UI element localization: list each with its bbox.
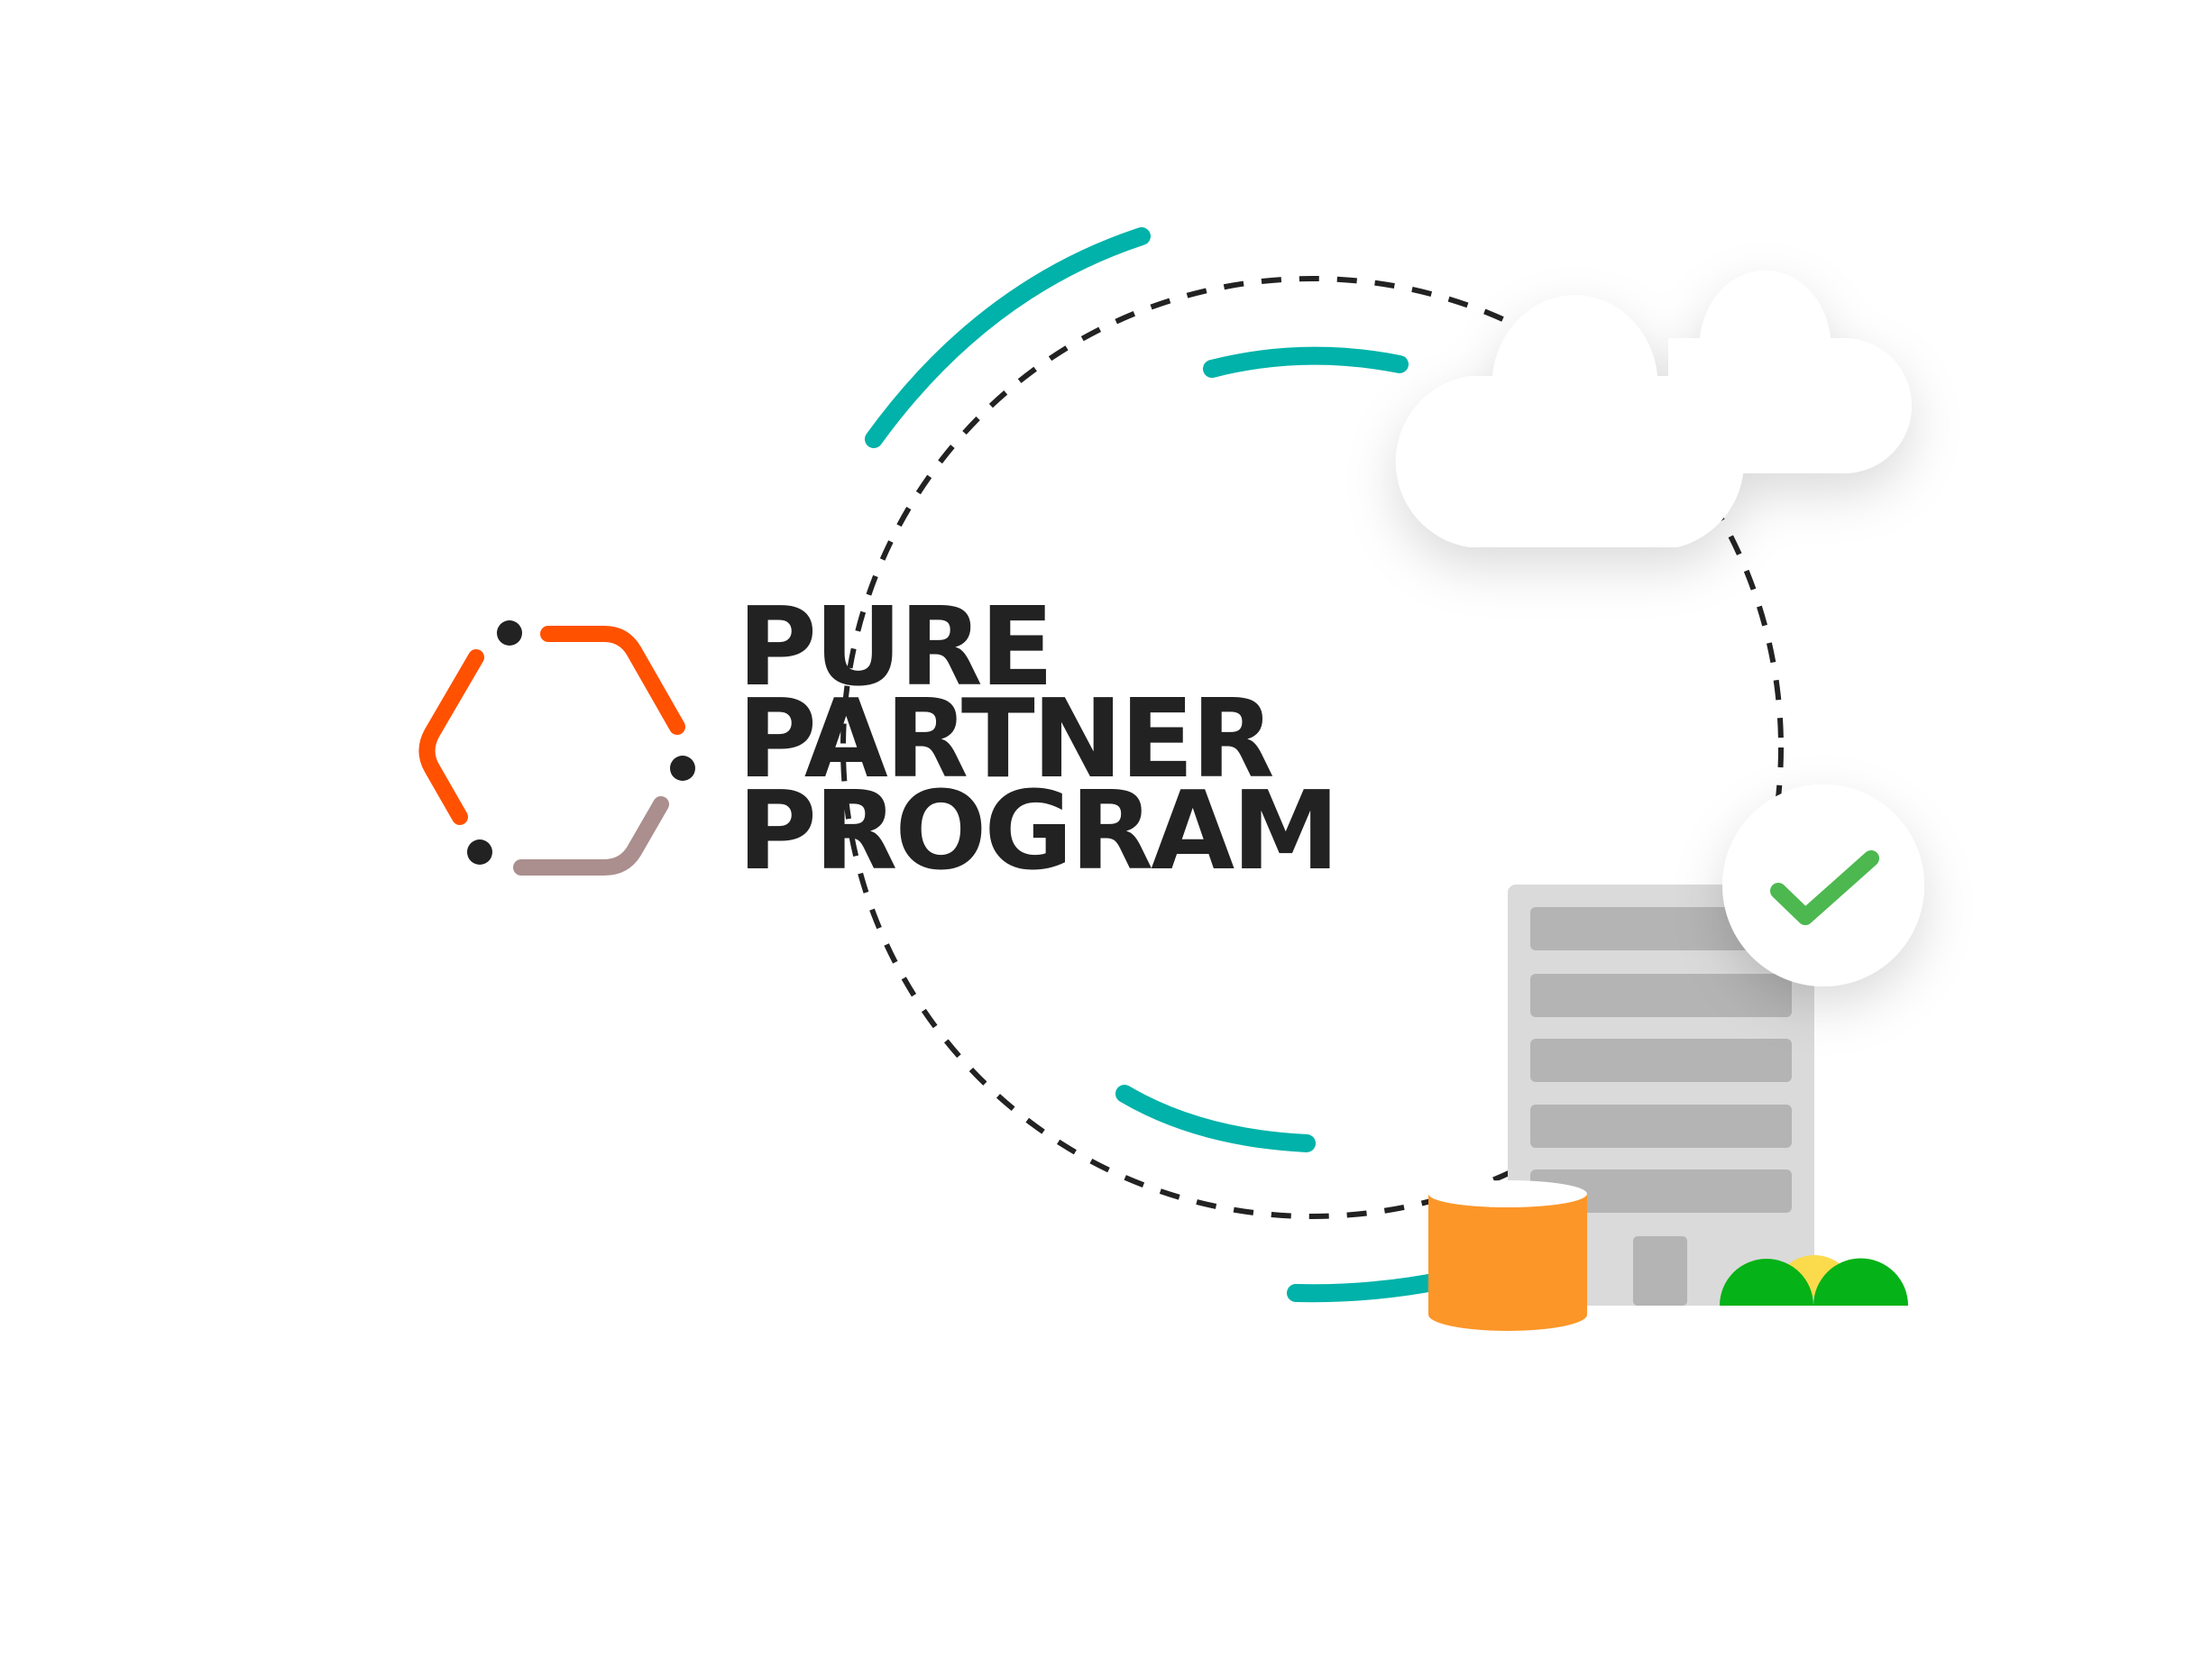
title-line-program: PROGRAM — [738, 769, 1340, 894]
dashed-circle — [840, 276, 1784, 1219]
check-icon — [1722, 784, 1924, 986]
cloud-icon — [1395, 270, 1912, 547]
title-line-pure: PURE — [738, 585, 1054, 711]
title-line-partner: PARTNER — [738, 677, 1274, 802]
hexagon-logo-icon — [418, 620, 695, 876]
teal-arcs — [865, 227, 1452, 1303]
database-cylinder-icon — [1428, 1180, 1587, 1331]
program-title: PURE PARTNER PROGRAM — [738, 585, 1340, 894]
bushes-icon — [1720, 1255, 1908, 1306]
